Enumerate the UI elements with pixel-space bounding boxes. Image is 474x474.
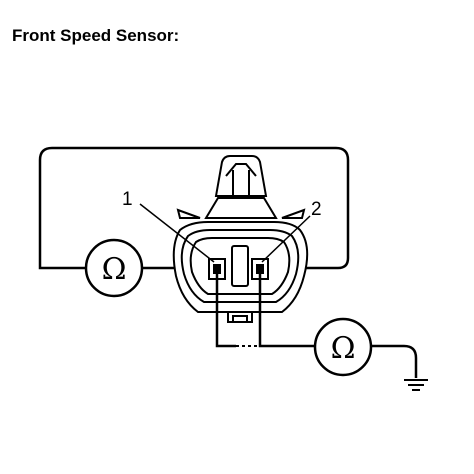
connector-clip	[176, 155, 306, 219]
ground-wire	[370, 344, 418, 378]
connector-body	[172, 221, 309, 323]
pin-1-leader	[139, 203, 215, 263]
ohmmeter-right: Ω	[313, 317, 373, 377]
probe-wire-pin2	[258, 274, 316, 348]
pin-2-leader	[261, 215, 311, 263]
pin-1-label: 1	[122, 189, 133, 210]
ohm-icon: Ω	[102, 252, 127, 287]
ohmmeter-left-circle	[84, 238, 144, 298]
ohmmeter-left: Ω	[84, 238, 144, 298]
ohm-icon: Ω	[331, 331, 356, 366]
ohmmeter-right-circle	[313, 317, 373, 377]
pin-2-label: 2	[311, 199, 322, 220]
ground-icon	[404, 379, 428, 391]
page-title: Front Speed Sensor:	[12, 26, 180, 45]
probe-wire-pin1	[215, 274, 236, 348]
